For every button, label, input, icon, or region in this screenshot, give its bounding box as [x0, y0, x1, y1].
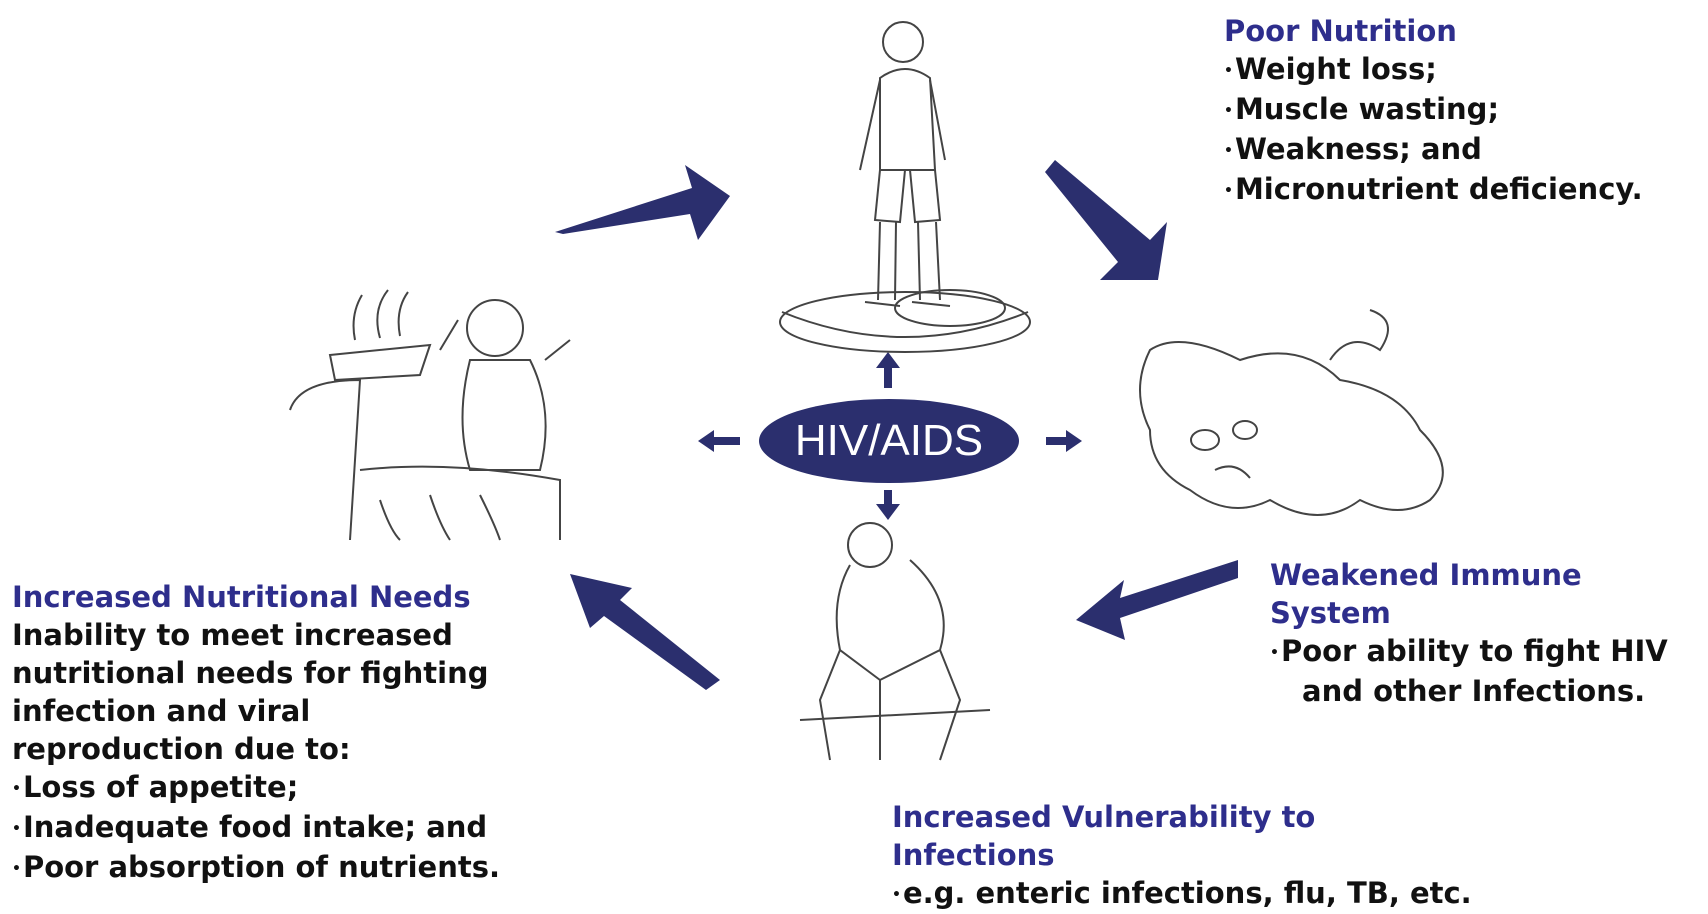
poor-nutrition-list: •Weight loss; •Muscle wasting; •Weakness… [1224, 50, 1643, 210]
list-item: •Weakness; and [1224, 132, 1482, 166]
person-refusing-food-illustration [289, 289, 571, 541]
list-item: •Muscle wasting; [1224, 92, 1500, 126]
weakened-immune-item-cont: and other Infections. [1302, 674, 1646, 708]
cycle-arrow-to-top [555, 165, 730, 240]
vulnerability-block: Increased Vulnerability to Infections •e… [892, 798, 1472, 914]
cycle-arrow-to-right [1045, 160, 1167, 280]
weakened-immune-item: •Poor ability to fight HIV [1270, 634, 1668, 668]
cycle-arrow-to-bottom [1076, 560, 1238, 640]
hiv-aids-label: HIV/AIDS [794, 416, 984, 465]
small-arrow-right [1046, 430, 1082, 452]
small-arrow-left [698, 430, 740, 452]
sick-person-illustration [799, 522, 991, 761]
nutritional-needs-line: infection and viral [12, 694, 311, 728]
cycle-arrow-to-left [570, 574, 720, 690]
weakened-immune-title-line2: System [1270, 596, 1391, 630]
nutritional-needs-line: nutritional needs for fighting [12, 656, 489, 690]
nutritional-needs-block: Increased Nutritional Needs Inability to… [12, 578, 500, 888]
nutritional-needs-title: Increased Nutritional Needs [12, 580, 471, 614]
poor-nutrition-title: Poor Nutrition [1224, 14, 1457, 48]
nutritional-needs-list: •Loss of appetite; •Inadequate food inta… [12, 768, 500, 888]
list-item: •Inadequate food intake; and [12, 810, 488, 844]
list-item: •Micronutrient deficiency. [1224, 172, 1643, 206]
list-item: •Poor absorption of nutrients. [12, 850, 500, 884]
weakened-immune-block: Weakened Immune System •Poor ability to … [1270, 556, 1668, 710]
vulnerability-title-line2: Infections [892, 838, 1055, 872]
vulnerability-title-line1: Increased Vulnerability to [892, 800, 1316, 834]
list-item: •Loss of appetite; [12, 770, 299, 804]
vulnerability-item: •e.g. enteric infections, flu, TB, etc. [892, 876, 1472, 910]
nutritional-needs-line: reproduction due to: [12, 732, 351, 766]
nutritional-needs-line: Inability to meet increased [12, 618, 453, 652]
small-arrow-down [876, 490, 900, 520]
weakened-immune-title-line1: Weakened Immune [1270, 558, 1582, 592]
person-on-scale-illustration [779, 21, 1031, 353]
germ-illustration [1139, 309, 1444, 516]
list-item: •Weight loss; [1224, 52, 1437, 86]
poor-nutrition-block: Poor Nutrition •Weight loss; •Muscle was… [1224, 12, 1643, 210]
small-arrow-up [876, 352, 900, 388]
hiv-aids-ellipse [759, 399, 1019, 483]
